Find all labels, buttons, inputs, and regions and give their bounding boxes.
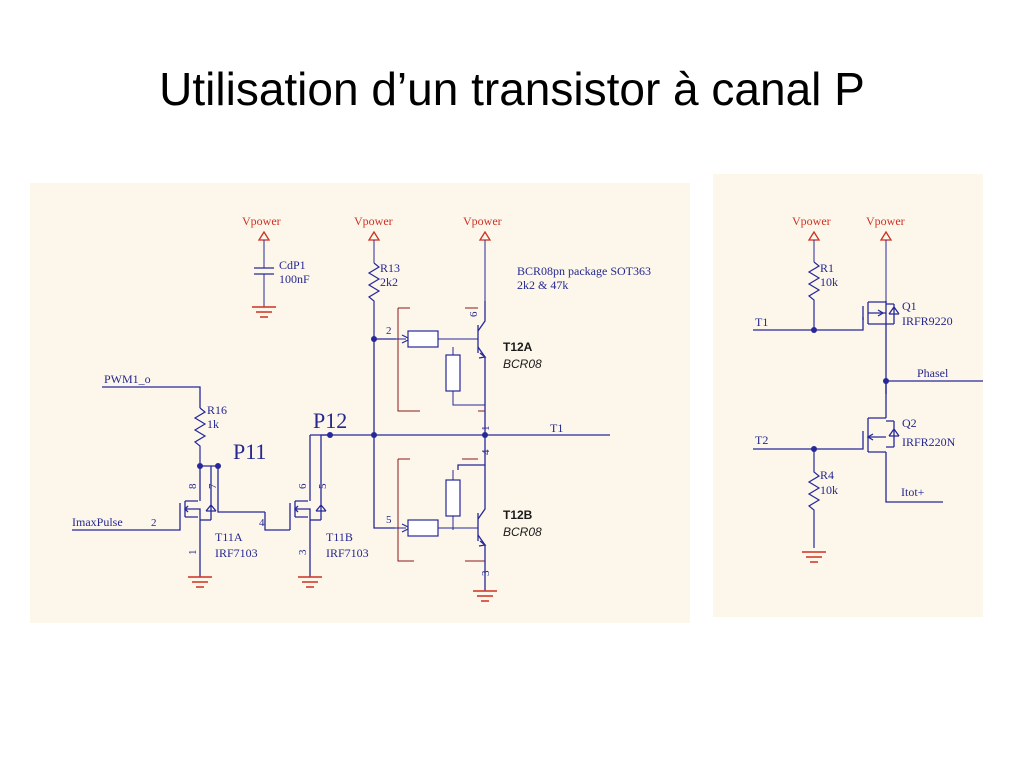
q2-ref: Q2 xyxy=(902,416,917,430)
t12b-pin-base: 5 xyxy=(386,514,392,526)
r4-value: 10k xyxy=(820,483,838,497)
net-label-p11: P11 xyxy=(233,439,266,464)
r16-value: 1k xyxy=(207,417,219,431)
vpower-label-3: Vpower xyxy=(463,214,502,228)
vpower-symbol-1: Vpower xyxy=(242,214,281,255)
bcr08-resistor-note: 2k2 & 47k xyxy=(517,278,568,292)
net-label-pwm: PWM1_o xyxy=(104,372,151,386)
r4-ref: R4 xyxy=(820,468,834,482)
t11a-pin-gate: 2 xyxy=(151,517,157,529)
r1-ref: R1 xyxy=(820,261,834,275)
mosfet-q2: Q2 IRFR220N Itot+ xyxy=(862,381,956,503)
mosfet-q1: Q1 IRFR9220 xyxy=(862,299,953,394)
t11a-part: IRF7103 xyxy=(215,546,258,560)
t11b-pin-source: 3 xyxy=(297,549,309,555)
vpower-symbol-q1: Vpower xyxy=(866,214,905,301)
r16-ref: R16 xyxy=(207,403,227,417)
r13-ref: R13 xyxy=(380,261,400,275)
t11a-ref: T11A xyxy=(215,530,243,544)
t12a-pin-base: 2 xyxy=(386,325,392,337)
t11b-part: IRF7103 xyxy=(326,546,369,560)
t11b-ref: T11B xyxy=(326,530,353,544)
right-panel-background xyxy=(713,174,983,617)
net-label-p12: P12 xyxy=(313,408,347,433)
t12a-part: BCR08 xyxy=(503,357,542,371)
q1-ref: Q1 xyxy=(902,299,917,313)
t12b-base-resistor xyxy=(407,519,439,537)
junction-p11 xyxy=(215,463,221,469)
bcr08-package-note: BCR08pn package SOT363 xyxy=(517,264,651,278)
transistor-t12b: 4 5 3 T12B BCR08 xyxy=(386,435,542,602)
resistor-r1: R1 10k xyxy=(807,261,838,330)
t12b-ref: T12B xyxy=(503,508,533,522)
net-label-t2: T2 xyxy=(755,433,768,447)
left-schematic-panel: Vpower Vpower Vpower CdP1 100nF R13 2k2 … xyxy=(30,183,690,623)
t12a-pin-emitter: 1 xyxy=(480,426,492,432)
r13-value: 2k2 xyxy=(380,275,398,289)
t11a-pin-source: 1 xyxy=(187,550,199,556)
t12b-bias-resistor xyxy=(445,479,461,517)
transistor-t12a: 2 6 1 T12A BCR08 xyxy=(386,301,542,435)
vpower-symbol-3: Vpower xyxy=(463,214,502,301)
vpower-label-q1: Vpower xyxy=(866,214,905,228)
vpower-label-r1: Vpower xyxy=(792,214,831,228)
mosfet-t11b: 6 5 3 T11B IRF7103 xyxy=(289,434,369,588)
vpower-symbol-r1: Vpower xyxy=(792,214,831,262)
left-panel-background xyxy=(30,183,690,623)
mosfet-t11a: 8 7 ImaxPulse 2 1 T11A IRF7103 xyxy=(72,466,258,588)
t12b-pin-emitter: 3 xyxy=(480,570,492,576)
t12a-base-resistor xyxy=(407,330,439,348)
t12a-bias-resistor xyxy=(445,354,461,392)
net-label-phase: Phasel xyxy=(917,366,949,380)
right-schematic-panel: Vpower Vpower R1 10k T1 Q1 IRFR9220 Phas… xyxy=(713,174,983,617)
net-label-t1-right: T1 xyxy=(755,315,768,329)
resistor-r4: R4 10k xyxy=(802,449,838,563)
t12a-pin-collector: 6 xyxy=(468,311,480,317)
vpower-label-1: Vpower xyxy=(242,214,281,228)
cdp1-ref: CdP1 xyxy=(279,258,306,272)
capacitor-cdp1: CdP1 100nF xyxy=(252,255,310,318)
net-label-itot: Itot+ xyxy=(901,485,925,499)
q2-part: IRFR220N xyxy=(902,435,956,449)
t11b-pin-drain-b: 5 xyxy=(317,483,329,489)
q1-part: IRFR9220 xyxy=(902,314,953,328)
vpower-label-2: Vpower xyxy=(354,214,393,228)
t12b-pin-collector: 4 xyxy=(480,449,492,455)
net-label-t1: T1 xyxy=(550,421,563,435)
t11b-pin-gate: 4 xyxy=(259,517,265,529)
slide-title: Utilisation d’un transistor à canal P xyxy=(159,63,865,115)
t12a-ref: T12A xyxy=(503,340,533,354)
junction-t1-gate xyxy=(811,327,817,333)
t11b-pin-drain-a: 6 xyxy=(297,483,309,489)
pwm-input-and-r16: PWM1_o R16 1k xyxy=(102,372,227,466)
t12b-part: BCR08 xyxy=(503,525,542,539)
junction-r13-base xyxy=(371,336,377,342)
t11a-pin-drain-a: 8 xyxy=(187,483,199,489)
net-label-imaxpulse: ImaxPulse xyxy=(72,515,123,529)
resistor-r13: R13 2k2 xyxy=(367,261,400,335)
vpower-symbol-2: Vpower xyxy=(354,214,393,263)
r1-value: 10k xyxy=(820,275,838,289)
t11a-pin-drain-b: 7 xyxy=(207,483,219,489)
cdp1-value: 100nF xyxy=(279,272,310,286)
